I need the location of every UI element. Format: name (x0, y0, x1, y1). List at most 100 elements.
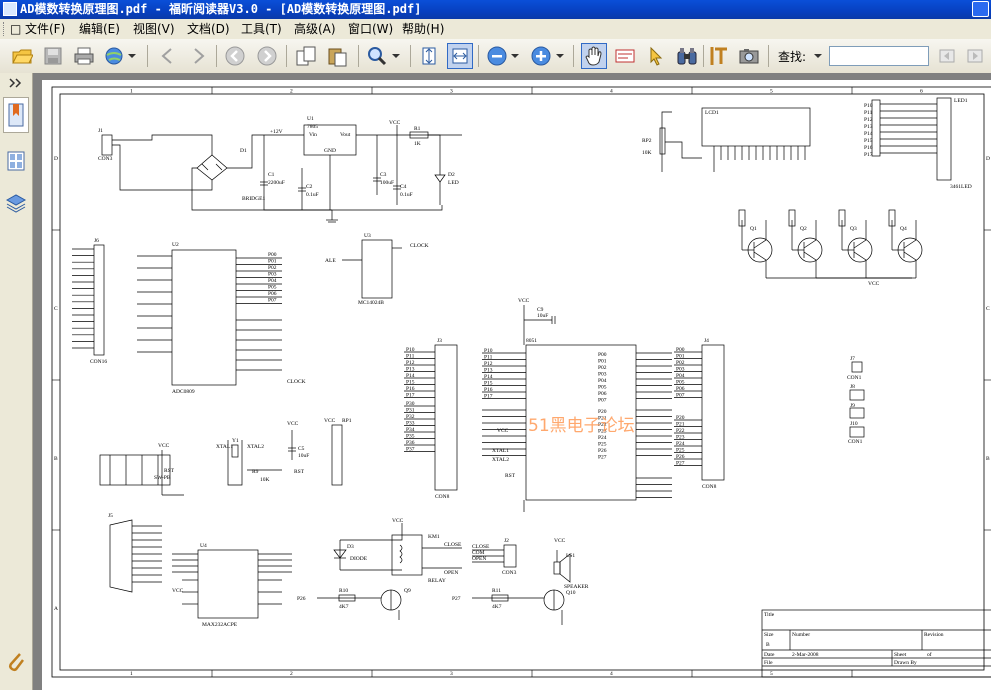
file-label: File (764, 660, 773, 666)
r11-value: 4K7 (492, 604, 502, 610)
diode-label: DIODE (350, 556, 368, 562)
j10-label: J10 (850, 421, 858, 427)
relay-vcc: VCC (392, 518, 404, 524)
xtal1-pin: XTAL1 (492, 448, 509, 454)
menu-help[interactable]: 帮助(H) (402, 22, 445, 36)
r10-label: R10 (339, 588, 348, 594)
j4-pin-label: P22 (676, 428, 685, 434)
mcu-pin-label: P02 (598, 365, 607, 371)
window-title: AD模数转换原理图.pdf - 福昕阅读器V3.0 - [AD模数转换原理图.p… (20, 2, 422, 16)
mcu-pin-label: P16 (484, 387, 493, 393)
adc-port-label: P07 (268, 298, 277, 304)
zoom-out-icon[interactable] (484, 43, 510, 69)
document-view[interactable]: 1 2 3 4 5 6 1 2 3 4 5 D C B A D C B (33, 73, 991, 690)
layers-icon[interactable] (3, 189, 29, 217)
email-dropdown-icon[interactable] (126, 43, 138, 69)
led-pin-label: P15 (864, 138, 873, 144)
typewriter-icon[interactable] (707, 43, 733, 69)
j2-com-label: COM (472, 550, 485, 556)
c4-value: 0.1uF (400, 192, 413, 198)
j8-label: J8 (850, 384, 855, 390)
binoculars-icon[interactable] (674, 43, 700, 69)
email-icon[interactable] (102, 43, 128, 69)
find-options-dropdown-icon[interactable] (814, 48, 822, 62)
j6-label: J6 (94, 238, 99, 244)
zoom-in-dropdown-icon[interactable] (554, 43, 566, 69)
q2-label: Q2 (800, 226, 807, 232)
u3-label: U3 (364, 233, 371, 239)
j1-part: CON3 (98, 156, 113, 162)
menu-view[interactable]: 视图(V) (133, 22, 175, 36)
menu-window[interactable]: 窗口(W) (348, 22, 394, 36)
menu-edit[interactable]: 编辑(E) (79, 22, 120, 36)
snapshot-icon[interactable] (736, 43, 762, 69)
open-icon[interactable] (9, 43, 35, 69)
menu-advanced[interactable]: 高级(A) (294, 22, 336, 36)
find-label: 查找: (778, 50, 807, 64)
sw-vcc: VCC (158, 443, 170, 449)
zoom-icon[interactable] (364, 43, 390, 69)
hand-tool-icon[interactable] (581, 43, 607, 69)
r9-label: R9 (252, 469, 259, 475)
copy-icon[interactable] (293, 43, 319, 69)
separator (478, 45, 479, 67)
zoom-out-dropdown-icon[interactable] (509, 43, 521, 69)
bookmarks-icon[interactable] (3, 97, 29, 133)
arrow-tool-icon[interactable] (643, 43, 669, 69)
toolbar: 查找: (0, 39, 991, 74)
mcu-pin-label: P07 (598, 398, 607, 404)
find-input[interactable] (829, 46, 929, 66)
fit-page-icon[interactable] (416, 43, 442, 69)
zoom-dropdown-icon[interactable] (390, 43, 402, 69)
clock-label: CLOCK (410, 243, 429, 249)
close-window-button[interactable] (972, 1, 989, 17)
resistor-symbol (788, 209, 796, 227)
wire (853, 251, 867, 261)
border-letter: A (54, 606, 58, 612)
rst-label: RST (294, 469, 305, 475)
border-number: 4 (610, 89, 613, 95)
menu-grip (3, 22, 7, 36)
j4-pin-label: P03 (676, 367, 685, 373)
j2-part: CON3 (502, 570, 517, 576)
led-pin-label: P10 (864, 103, 873, 109)
j2-open-label: OPEN (472, 556, 486, 562)
border-letter: C (54, 306, 58, 312)
r1-value: 1K (414, 141, 421, 147)
thumbnails-icon[interactable] (3, 147, 29, 175)
menu-file[interactable]: 文件(F) (25, 22, 66, 36)
vout-label: Vout (340, 132, 351, 138)
menu-document[interactable]: 文档(D) (187, 22, 230, 36)
c3-value: 100uF (380, 180, 394, 186)
q9-label: Q9 (404, 588, 411, 594)
led1-part: 3461LED (950, 184, 972, 190)
border-letter: D (54, 156, 58, 162)
collapse-panel-icon[interactable] (3, 75, 29, 91)
attachments-icon[interactable] (3, 647, 29, 675)
mcu-pin-label: P25 (598, 442, 607, 448)
text-select-icon[interactable] (612, 43, 638, 69)
schematic-drawing: 1 2 3 4 5 6 1 2 3 4 5 D C B A D C B (51, 86, 991, 678)
print-icon[interactable] (71, 43, 97, 69)
size-value: B (766, 642, 770, 648)
j4-pin-label: P01 (676, 354, 685, 360)
date-value: 2-Mar-2008 (792, 652, 819, 658)
zoom-in-icon[interactable] (528, 43, 554, 69)
r9-value: 10K (260, 477, 270, 483)
wire (753, 251, 767, 261)
title-block-title: Title (764, 612, 775, 618)
menu-tools[interactable]: 工具(T) (241, 22, 282, 36)
j3-pin-label: P36 (406, 440, 415, 446)
j3-pin-label: P17 (406, 393, 415, 399)
fit-width-icon[interactable] (447, 43, 473, 69)
paste-icon[interactable] (324, 43, 350, 69)
mcu-pin-label: P27 (598, 455, 607, 461)
navigation-panel (0, 73, 33, 690)
border-number: 1 (130, 89, 133, 95)
ea-vcc: VCC (497, 428, 509, 434)
rst-button-label: RST (164, 468, 175, 474)
rp2-label: RP2 (642, 138, 652, 144)
border-letter: B (54, 456, 58, 462)
u3-part: MC14024B (358, 300, 384, 306)
u4-part: MAX232ACPE (202, 622, 238, 628)
